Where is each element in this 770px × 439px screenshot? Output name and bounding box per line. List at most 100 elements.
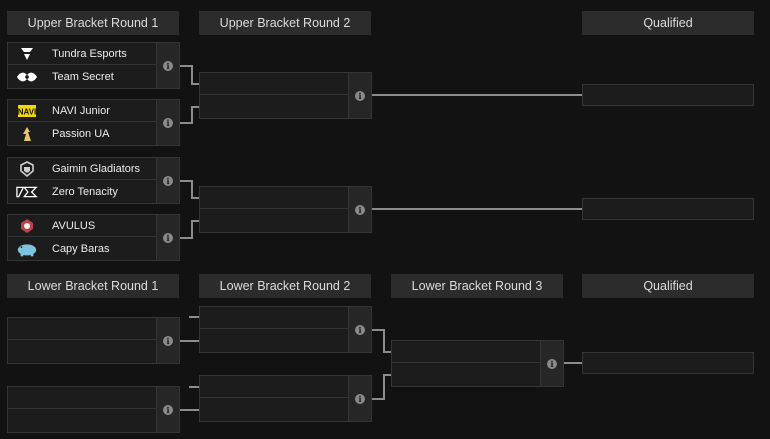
qualified-slot-upper-2[interactable] [582, 198, 754, 220]
header-lower-qualified: Qualified [582, 274, 754, 298]
tundra-logo-icon [16, 45, 38, 63]
match-slot[interactable] [392, 364, 542, 386]
connector-line [191, 197, 199, 199]
info-icon: i [163, 335, 173, 346]
match-slot[interactable] [200, 376, 350, 398]
match-slot[interactable] [200, 330, 350, 352]
team-name: Gaimin Gladiators [52, 162, 141, 175]
match-slot[interactable] [392, 341, 542, 363]
connector-line [191, 106, 199, 108]
match-ub-r1-3[interactable]: Gaimin Gladiators Zero Tenacity i [7, 157, 180, 204]
match-slot[interactable]: Gaimin Gladiators [8, 158, 158, 180]
match-ub-r2-2[interactable]: i [199, 186, 372, 233]
connector-line [372, 208, 582, 210]
match-slot[interactable] [200, 210, 350, 232]
header-lower-round-2: Lower Bracket Round 2 [199, 274, 371, 298]
match-info-button[interactable]: i [348, 73, 371, 118]
match-slot[interactable] [200, 96, 350, 118]
connector-line [191, 83, 199, 85]
info-icon: i [547, 358, 557, 369]
match-slot[interactable]: AVULUS [8, 215, 158, 237]
info-icon: i [163, 404, 173, 415]
header-upper-qualified: Qualified [582, 11, 754, 35]
connector-line [372, 398, 384, 400]
match-slot[interactable]: Capy Baras [8, 238, 158, 260]
match-slot[interactable] [200, 187, 350, 209]
match-lb-r3-1[interactable]: i [391, 340, 564, 387]
connector-line [383, 374, 391, 376]
match-lb-r1-2[interactable]: i [7, 386, 180, 433]
connector-line [189, 316, 199, 318]
info-icon: i [163, 60, 173, 71]
connector-line [383, 329, 385, 352]
header-lower-round-1: Lower Bracket Round 1 [7, 274, 179, 298]
connector-line [372, 94, 582, 96]
connector-line [180, 237, 192, 239]
info-icon: i [163, 175, 173, 186]
passion-logo-icon [16, 125, 38, 143]
match-ub-r1-4[interactable]: AVULUS Capy Baras i [7, 214, 180, 261]
match-info-button[interactable]: i [348, 307, 371, 352]
match-slot[interactable] [8, 341, 158, 363]
match-slot[interactable]: Zero Tenacity [8, 181, 158, 203]
match-ub-r2-1[interactable]: i [199, 72, 372, 119]
match-info-button[interactable]: i [156, 100, 179, 145]
svg-text:NAVI: NAVI [18, 107, 37, 116]
info-icon: i [163, 232, 173, 243]
connector-line [191, 107, 193, 124]
connector-line [191, 180, 193, 198]
team-name: Zero Tenacity [52, 186, 118, 198]
info-icon: i [355, 324, 365, 335]
match-slot[interactable]: Team Secret [8, 66, 158, 88]
team-name: Passion UA [52, 128, 110, 140]
match-info-button[interactable]: i [540, 341, 563, 386]
navi-logo-icon: NAVI [16, 102, 38, 120]
connector-line [191, 221, 193, 239]
connector-line [383, 351, 391, 353]
connector-line [191, 65, 193, 84]
qualified-slot-upper-1[interactable] [582, 84, 754, 106]
match-info-button[interactable]: i [156, 318, 179, 363]
match-ub-r1-1[interactable]: Tundra Esports Team Secret i [7, 42, 180, 89]
match-lb-r2-2[interactable]: i [199, 375, 372, 422]
connector-line [180, 409, 199, 411]
match-lb-r2-1[interactable]: i [199, 306, 372, 353]
connector-line [180, 65, 192, 67]
info-icon: i [355, 90, 365, 101]
match-info-button[interactable]: i [348, 187, 371, 232]
connector-line [383, 375, 385, 400]
connector-line [372, 329, 384, 331]
team-name: Tundra Esports [52, 47, 127, 60]
connector-line [180, 180, 192, 182]
match-info-button[interactable]: i [156, 387, 179, 432]
team-name: Team Secret [52, 71, 114, 83]
match-slot[interactable] [8, 410, 158, 432]
match-slot[interactable] [200, 307, 350, 329]
connector-line [191, 220, 199, 222]
match-ub-r1-2[interactable]: NAVI NAVI Junior Passion UA i [7, 99, 180, 146]
match-info-button[interactable]: i [156, 43, 179, 88]
match-slot[interactable]: Passion UA [8, 123, 158, 145]
avulus-logo-icon [16, 217, 38, 235]
header-upper-round-2: Upper Bracket Round 2 [199, 11, 371, 35]
zero-tenacity-logo-icon [16, 183, 38, 201]
header-upper-round-1: Upper Bracket Round 1 [7, 11, 179, 35]
match-info-button[interactable]: i [156, 158, 179, 203]
match-slot[interactable] [8, 318, 158, 340]
match-slot[interactable] [8, 387, 158, 409]
team-name: NAVI Junior [52, 104, 110, 117]
connector-line [564, 362, 582, 364]
match-slot[interactable] [200, 399, 350, 421]
qualified-slot-lower[interactable] [582, 352, 754, 374]
match-info-button[interactable]: i [348, 376, 371, 421]
capy-logo-icon [16, 240, 38, 258]
match-slot[interactable]: NAVI NAVI Junior [8, 100, 158, 122]
header-lower-round-3: Lower Bracket Round 3 [391, 274, 563, 298]
match-lb-r1-1[interactable]: i [7, 317, 180, 364]
team-name: Capy Baras [52, 243, 110, 255]
info-icon: i [355, 393, 365, 404]
info-icon: i [163, 117, 173, 128]
match-slot[interactable] [200, 73, 350, 95]
match-slot[interactable]: Tundra Esports [8, 43, 158, 65]
match-info-button[interactable]: i [156, 215, 179, 260]
